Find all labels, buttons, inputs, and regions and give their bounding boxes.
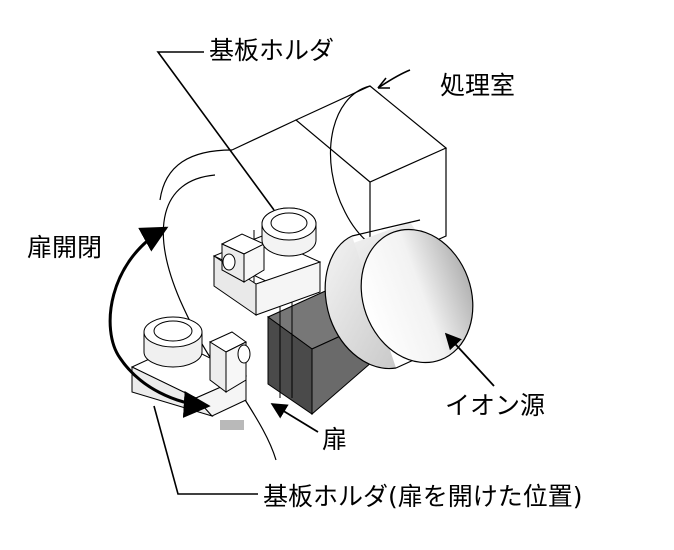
door-label: 扉	[322, 425, 348, 454]
substrate-holder-open	[130, 316, 251, 417]
substrate-holder-open-label: 基板ホルダ(扉を開けた位置)	[263, 482, 583, 511]
ion-source	[324, 219, 474, 370]
ion-source-label: イオン源	[445, 391, 546, 420]
door-tab	[220, 420, 244, 430]
door-swing-arrow	[108, 226, 211, 418]
leader-lines	[153, 51, 495, 495]
processing-chamber	[159, 85, 448, 461]
substrate-holder-label: 基板ホルダ	[209, 36, 335, 65]
door-open-close-label: 扉開閉	[27, 233, 103, 262]
processing-chamber-label: 処理室	[440, 71, 516, 100]
substrate-holder-top	[212, 207, 322, 316]
